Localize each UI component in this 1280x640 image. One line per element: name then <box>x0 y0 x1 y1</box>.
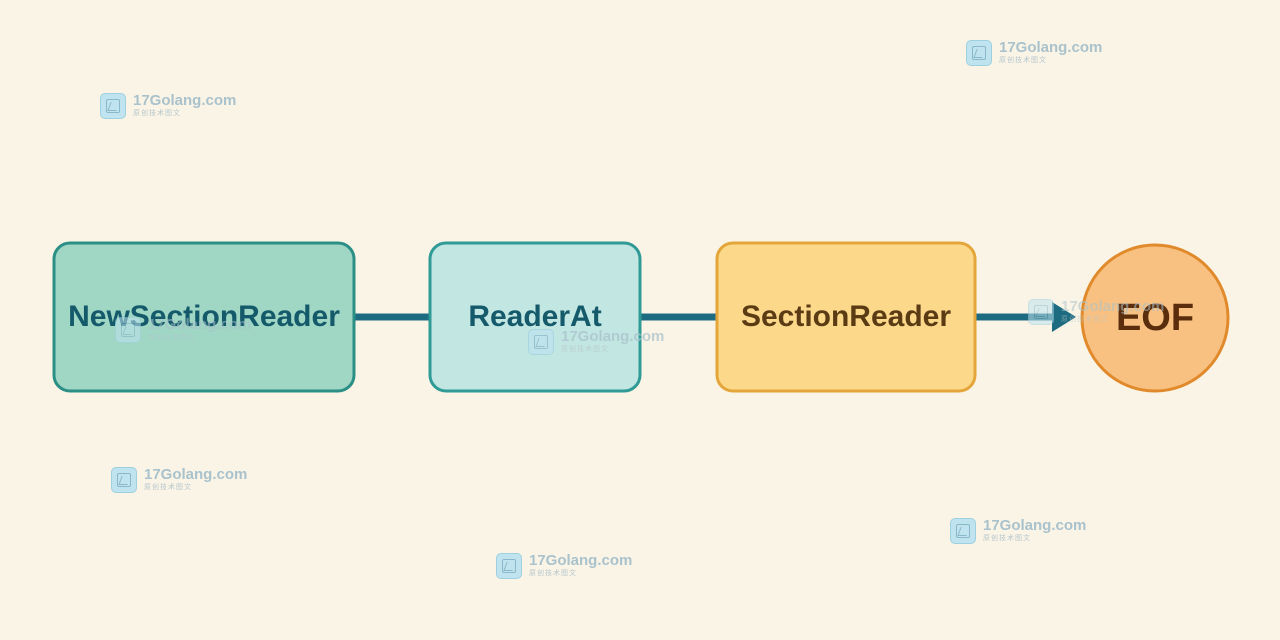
diagram-edges <box>354 302 1076 332</box>
node-newsectionreader <box>52 241 356 393</box>
arrowhead-icon <box>1052 302 1076 332</box>
diagram-nodes <box>52 241 1230 393</box>
node-sectionreader <box>715 241 977 393</box>
node-eof <box>1080 243 1230 393</box>
node-readerat <box>428 241 642 393</box>
